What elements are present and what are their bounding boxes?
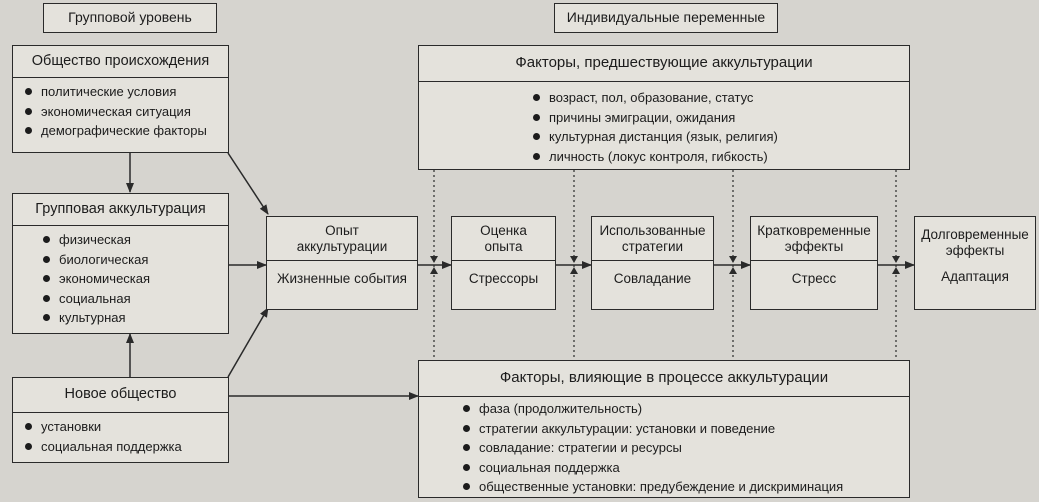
factors-during-list: фаза (продолжительность) стратегии аккул…	[419, 397, 909, 497]
list-item: социальная	[43, 289, 228, 309]
list-item: социальная поддержка	[463, 458, 909, 478]
arrow-new-to-experience	[227, 307, 269, 378]
society-origin-box: Общество происхождения политические усло…	[12, 45, 229, 153]
stage-short-term: Кратковременные эффекты Стресс	[750, 216, 878, 310]
list-item: совладание: стратегии и ресурсы	[463, 438, 909, 458]
dotted-arrow-down-4	[892, 256, 900, 263]
stage-long-term-title: Долговременные эффекты	[921, 227, 1029, 258]
arrow-origin-to-experience	[227, 152, 269, 215]
list-item: возраст, пол, образование, статус	[533, 88, 909, 108]
factors-during-title-text: Факторы, влияющие в процессе аккультурац…	[499, 369, 829, 386]
factors-before-box: Факторы, предшествующие аккультурации во…	[418, 45, 910, 170]
stage-strategies-subtitle: Совладание	[613, 270, 692, 286]
list-item: политические условия	[25, 82, 228, 102]
group-level-label-text: Групповой уровень	[68, 9, 192, 25]
factors-before-title-text: Факторы, предшествующие аккультурации	[515, 54, 813, 71]
stage-short-term-subtitle: Стресс	[791, 270, 837, 286]
factors-during-box: Факторы, влияющие в процессе аккультурац…	[418, 360, 910, 498]
dotted-arrow-down-2	[570, 256, 578, 263]
individual-variables-label-text: Индивидуальные переменные	[566, 9, 766, 25]
new-society-list: установки социальная поддержка	[13, 413, 228, 456]
society-origin-list: политические условия экономическая ситуа…	[13, 78, 228, 141]
factors-during-title: Факторы, влияющие в процессе аккультурац…	[419, 361, 909, 397]
dotted-arrow-up-3	[729, 267, 737, 274]
stage-long-term: Долговременные эффекты Адаптация	[914, 216, 1036, 310]
list-item: установки	[25, 417, 228, 437]
stage-long-term-subtitle: Адаптация	[941, 268, 1009, 284]
individual-variables-label: Индивидуальные переменные	[554, 3, 778, 33]
group-acculturation-list: физическая биологическая экономическая с…	[13, 226, 228, 328]
list-item: личность (локус контроля, гибкость)	[533, 147, 909, 167]
factors-before-list: возраст, пол, образование, статус причин…	[419, 82, 909, 166]
group-acculturation-title: Групповая аккультурация	[13, 194, 228, 226]
stage-short-term-title: Кратковременные эффекты	[751, 217, 877, 261]
stage-experience-title: Опыт аккультурации	[267, 217, 417, 261]
stage-experience: Опыт аккультурации Жизненные события	[266, 216, 418, 310]
dotted-arrow-up-1	[430, 267, 438, 274]
dotted-arrow-up-2	[570, 267, 578, 274]
new-society-box: Новое общество установки социальная подд…	[12, 377, 229, 463]
dotted-arrow-up-4	[892, 267, 900, 274]
list-item: стратегии аккультурации: установки и пов…	[463, 419, 909, 439]
list-item: демографические факторы	[25, 121, 228, 141]
group-level-label: Групповой уровень	[43, 3, 217, 33]
stage-strategies: Использованные стратегии Совладание	[591, 216, 714, 310]
list-item: фаза (продолжительность)	[463, 399, 909, 419]
list-item: экономическая	[43, 269, 228, 289]
list-item: причины эмиграции, ожидания	[533, 108, 909, 128]
list-item: экономическая ситуация	[25, 102, 228, 122]
stage-appraisal-title: Оценка опыта	[452, 217, 555, 261]
factors-before-title: Факторы, предшествующие аккультурации	[419, 46, 909, 82]
stage-appraisal: Оценка опыта Стрессоры	[451, 216, 556, 310]
list-item: культурная	[43, 308, 228, 328]
new-society-title-text: Новое общество	[64, 386, 177, 402]
list-item: социальная поддержка	[25, 437, 228, 457]
list-item: биологическая	[43, 250, 228, 270]
dotted-arrow-down-1	[430, 256, 438, 263]
list-item: общественные установки: предубеждение и …	[463, 477, 909, 497]
stage-appraisal-subtitle: Стрессоры	[468, 270, 539, 286]
list-item: физическая	[43, 230, 228, 250]
stage-experience-subtitle: Жизненные события	[277, 270, 407, 286]
stage-strategies-title: Использованные стратегии	[592, 217, 713, 261]
society-origin-title-text: Общество происхождения	[31, 53, 210, 69]
dotted-arrow-down-3	[729, 256, 737, 263]
group-acculturation-title-text: Групповая аккультурация	[35, 201, 206, 217]
list-item: культурная дистанция (язык, религия)	[533, 127, 909, 147]
new-society-title: Новое общество	[13, 378, 228, 413]
group-acculturation-box: Групповая аккультурация физическая биоло…	[12, 193, 229, 334]
society-origin-title: Общество происхождения	[13, 46, 228, 78]
